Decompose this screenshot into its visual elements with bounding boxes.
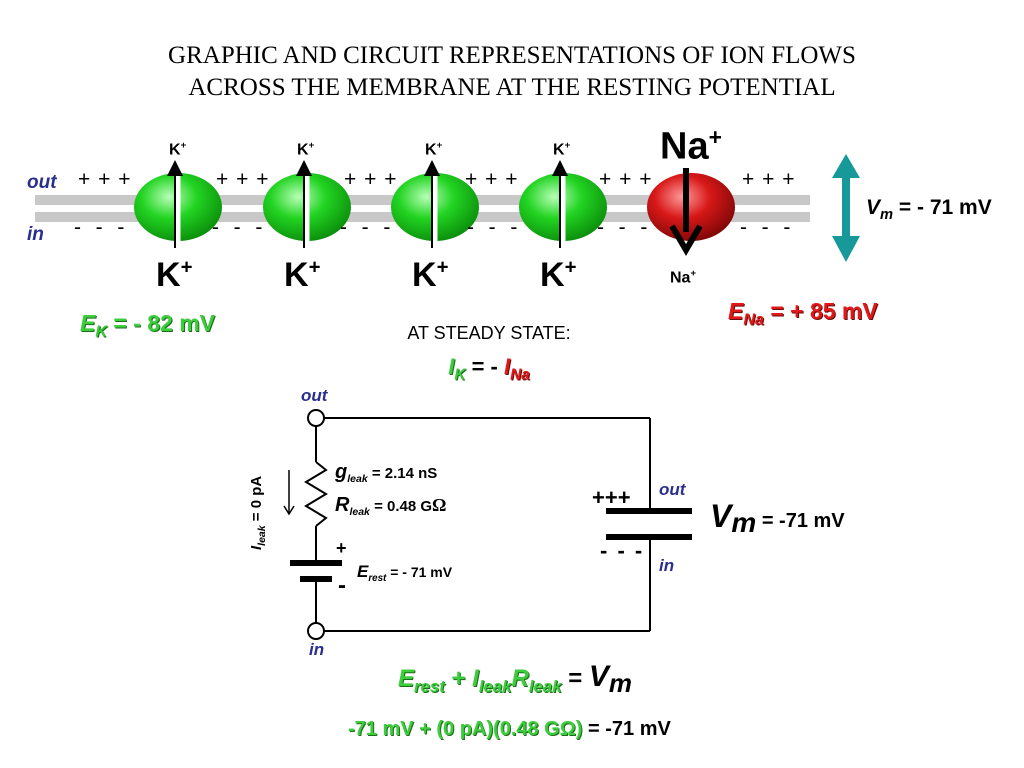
k-label-bottom-4: K+ <box>540 256 577 294</box>
title-line-2: ACROSS THE MEMBRANE AT THE RESTING POTEN… <box>188 74 836 101</box>
na-channel <box>647 168 735 256</box>
k-label-bottom-1: K+ <box>156 256 193 294</box>
k-label-top-1: K+ <box>169 140 187 159</box>
circuit-in-label: in <box>309 640 325 659</box>
terminal-out <box>307 409 325 427</box>
minus-charges-2: - - - <box>212 216 264 239</box>
k-label-top-3: K+ <box>425 140 443 159</box>
plus-charges-5: + + + <box>599 168 653 191</box>
capacitor-top-plate <box>606 508 692 514</box>
resistor-zigzag <box>304 461 328 527</box>
steady-state-equation: IK = - INa <box>448 354 530 384</box>
battery-long-plate <box>290 560 342 566</box>
rleak-label: Rleak = 0.48 GΩ <box>335 494 447 518</box>
minus-charges-4: - - - <box>467 216 519 239</box>
battery-short-plate <box>300 576 332 582</box>
k-channel-2 <box>263 160 351 248</box>
ek-label: EK = - 82 mV <box>80 310 215 341</box>
minus-charges-6: - - - <box>740 216 792 239</box>
k-label-top-4: K+ <box>553 140 571 159</box>
battery-minus: - <box>338 572 346 599</box>
minus-charges-1: - - - <box>74 216 126 239</box>
k-channel-1 <box>134 160 222 248</box>
k-label-bottom-2: K+ <box>284 256 321 294</box>
plus-charges-1: + + + <box>78 168 132 191</box>
minus-charges-5: - - - <box>597 216 649 239</box>
circuit-vm-label: Vm = -71 mV <box>710 498 845 538</box>
bottom-equation: Erest + IleakRleak = Vm <box>398 660 633 698</box>
k-label-top-2: K+ <box>297 140 315 159</box>
capacitor-plus: +++ <box>592 485 631 510</box>
membrane-out-label: out <box>27 172 57 193</box>
k-channel-3 <box>391 160 479 248</box>
ileak-label: Ileak = 0 pA <box>248 475 268 550</box>
erest-label: Erest = - 71 mV <box>357 562 453 584</box>
capacitor-bottom-plate <box>606 534 692 540</box>
circuit-out-label: out <box>301 386 328 405</box>
vm-double-arrow <box>832 154 860 262</box>
circuit <box>304 409 651 640</box>
title-line-1: GRAPHIC AND CIRCUIT REPRESENTATIONS OF I… <box>168 42 856 69</box>
membrane-in-label: in <box>27 224 44 245</box>
steady-state-heading: AT STEADY STATE: <box>407 323 571 343</box>
na-label-top: Na+ <box>660 124 722 168</box>
capacitor-in-label: in <box>659 556 675 575</box>
k-channel-4 <box>519 160 607 248</box>
ena-label: ENa = + 85 mV <box>728 298 878 329</box>
terminal-in <box>307 622 325 640</box>
plus-charges-2: + + + <box>216 168 270 191</box>
plus-charges-4: + + + <box>465 168 519 191</box>
minus-charges-3: - - - <box>340 216 392 239</box>
plus-charges-3: + + + <box>344 168 398 191</box>
capacitor-minus: - - - <box>600 538 645 563</box>
vm-label: Vm = - 71 mV <box>866 196 992 224</box>
capacitor-out-label: out <box>659 480 686 499</box>
na-label-bottom: Na+ <box>670 268 697 287</box>
plus-charges-6: + + + <box>742 168 796 191</box>
gleak-label: gleak = 2.14 nS <box>335 461 438 485</box>
battery-plus: + <box>336 538 347 558</box>
numeric-equation: -71 mV + (0 pA)(0.48 GΩ) = -71 mV <box>348 718 671 740</box>
k-label-bottom-3: K+ <box>412 256 449 294</box>
